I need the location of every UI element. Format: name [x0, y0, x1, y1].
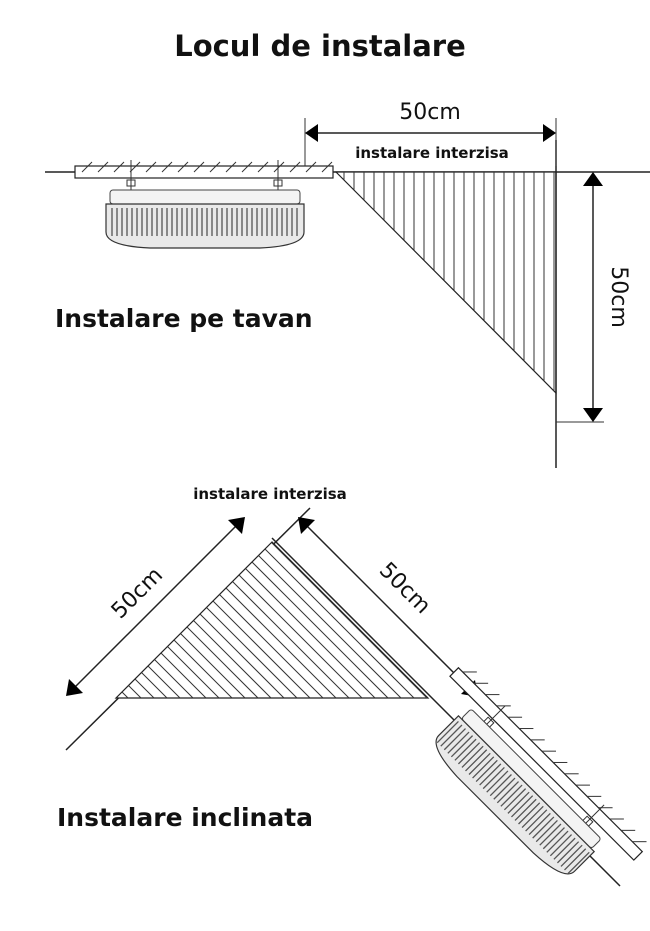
left-dimension: [66, 517, 245, 696]
inclined-section: instalare interzisa 50cm 50cm: [57, 485, 647, 887]
page-title: Locul de instalare: [174, 29, 466, 63]
smoke-detector-ceiling: [105, 189, 305, 249]
ceiling-section: 50cm instalare interzisa 50cm Instalare …: [45, 100, 650, 468]
right-dimension-label: 50cm: [374, 558, 435, 619]
vertical-dimension-label: 50cm: [606, 266, 631, 328]
caption-inclined: Instalare inclinata: [57, 803, 313, 832]
ceiling-hatching: [81, 161, 333, 173]
horizontal-dimension: [304, 118, 557, 166]
forbidden-zone-inclined: [114, 541, 430, 699]
forbidden-zone-hatching: [343, 172, 555, 391]
caption-ceiling: Instalare pe tavan: [55, 304, 313, 333]
forbidden-zone-ceiling: [334, 171, 557, 395]
horizontal-dimension-label: 50cm: [399, 100, 461, 125]
left-dimension-label: 50cm: [107, 563, 168, 624]
forbidden-label-ceiling: instalare interzisa: [355, 144, 509, 162]
vertical-dimension: [556, 172, 604, 423]
forbidden-label-inclined: instalare interzisa: [193, 485, 347, 503]
ceiling-plate: [74, 165, 334, 179]
forbidden-zone-hatching-inclined: [121, 542, 428, 699]
smoke-detector-inclined: [435, 666, 647, 875]
mounting-screws: [126, 160, 283, 192]
